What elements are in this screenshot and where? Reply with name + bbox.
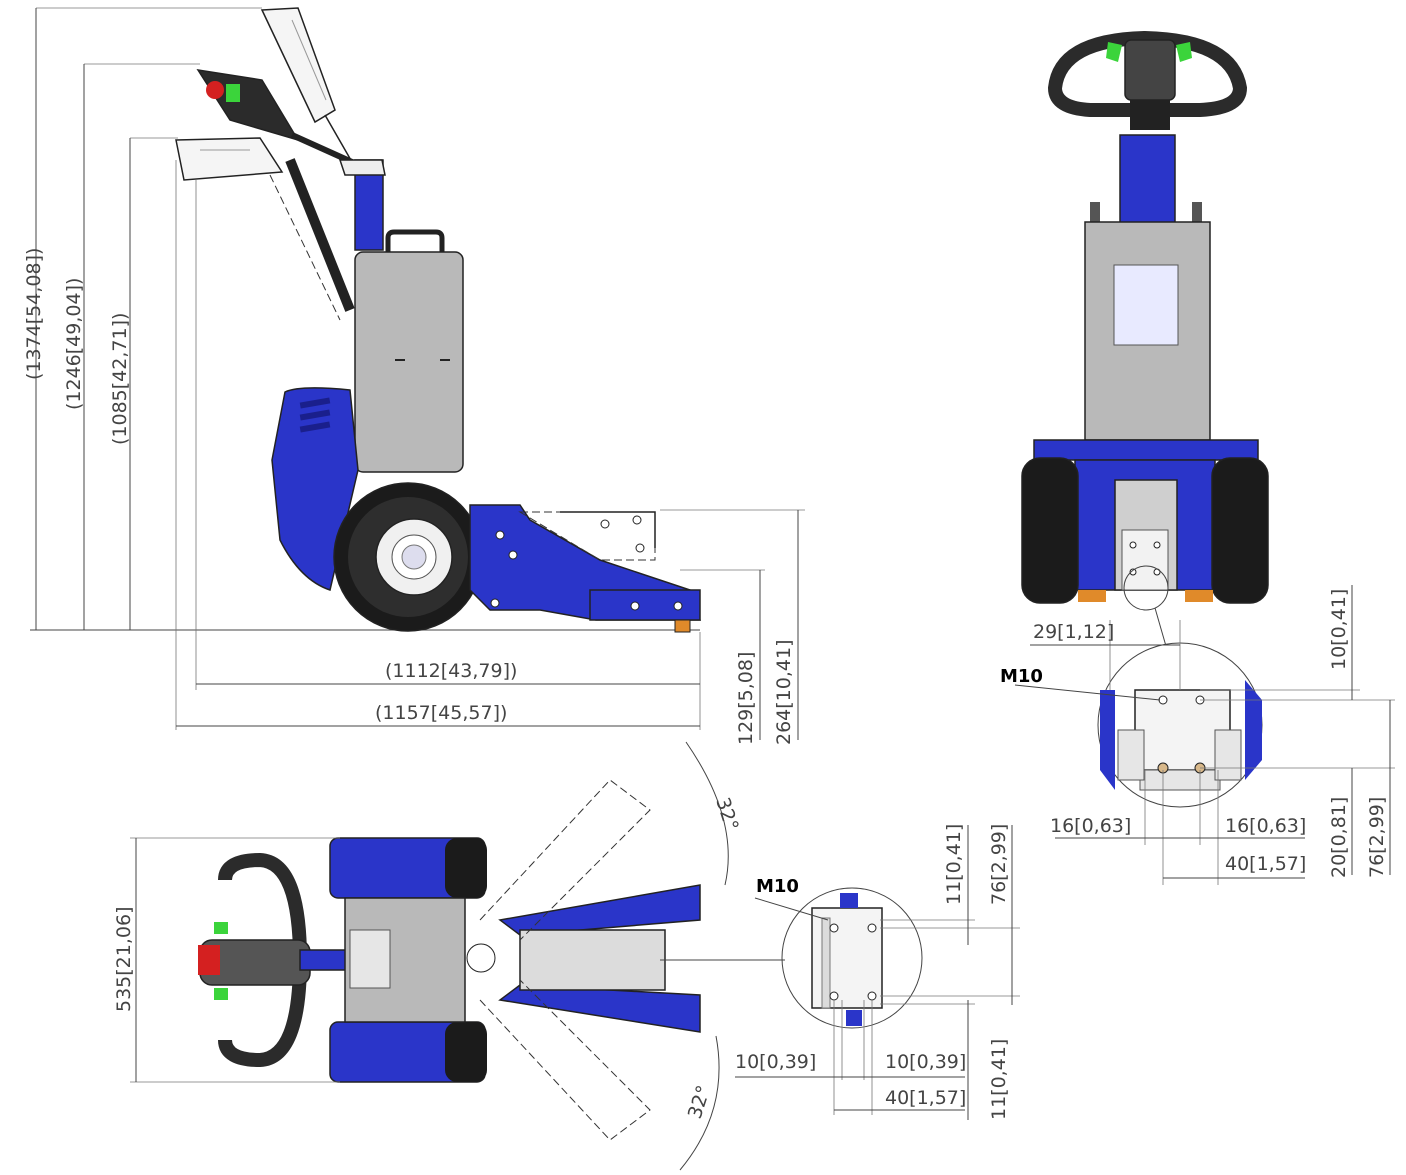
steering-handle <box>1047 30 1248 117</box>
top-angle-lower: 32° <box>684 1083 715 1122</box>
handle-upper <box>260 7 353 163</box>
top-detail-dim-bottom: 11[0,41] <box>988 1039 1010 1120</box>
top-detail-dim-left: 10[0,39] <box>735 1051 816 1073</box>
front-dim-top: 10[0,41] <box>1328 589 1350 670</box>
front-dim-vertical-total: 76[2,99] <box>1366 797 1388 878</box>
dim-height-max: (1374[54,08]) <box>23 248 45 380</box>
front-wheel-left <box>1021 457 1079 604</box>
side-view: (1374[54,08]) (1246[49,04]) (1085[42,71]… <box>23 7 805 745</box>
top-detail-dim-right: 10[0,39] <box>885 1051 966 1073</box>
dim-height-mid: (1246[49,04]) <box>63 278 85 410</box>
front-column <box>1119 134 1176 226</box>
dim-height-min: (1085[42,71]) <box>109 313 131 445</box>
front-dim-width: 40[1,57] <box>1225 853 1306 875</box>
top-detail-dim-total: 76[2,99] <box>988 824 1010 905</box>
dim-height-fork: 264[10,41] <box>773 640 795 745</box>
handle-lower <box>175 137 284 181</box>
handle-middle <box>196 69 354 165</box>
dim-height-plate: 129[5,08] <box>735 652 757 745</box>
dim-length-2: (1157[45,57]) <box>375 702 507 724</box>
front-wheel-right <box>1211 457 1269 604</box>
top-angle-upper: 32° <box>711 795 742 834</box>
top-view: 535[21,06] 32° 32° <box>113 741 743 1171</box>
front-thread-label: M10 <box>1000 666 1043 687</box>
front-view: M10 29[1,12] 10[0,41] 20[0,81] 76[2,99] … <box>1000 30 1395 885</box>
top-dim-width: 535[21,06] <box>113 907 135 1012</box>
top-detail: M10 11[0,41] 76[2,99] 11[0,41] 10[0,39] … <box>660 824 1020 1120</box>
top-detail-dim-width: 40[1,57] <box>885 1087 966 1109</box>
top-detail-thread-label: M10 <box>756 876 799 897</box>
top-detail-dim-top: 11[0,41] <box>943 824 965 905</box>
front-dim-right: 16[0,63] <box>1225 815 1306 837</box>
battery-box <box>354 251 464 473</box>
front-dim-offset: 29[1,12] <box>1033 621 1114 643</box>
dim-length-1: (1112[43,79]) <box>385 660 517 682</box>
front-dim-left: 16[0,63] <box>1050 815 1131 837</box>
front-dim-vertical-small: 20[0,81] <box>1328 797 1350 878</box>
